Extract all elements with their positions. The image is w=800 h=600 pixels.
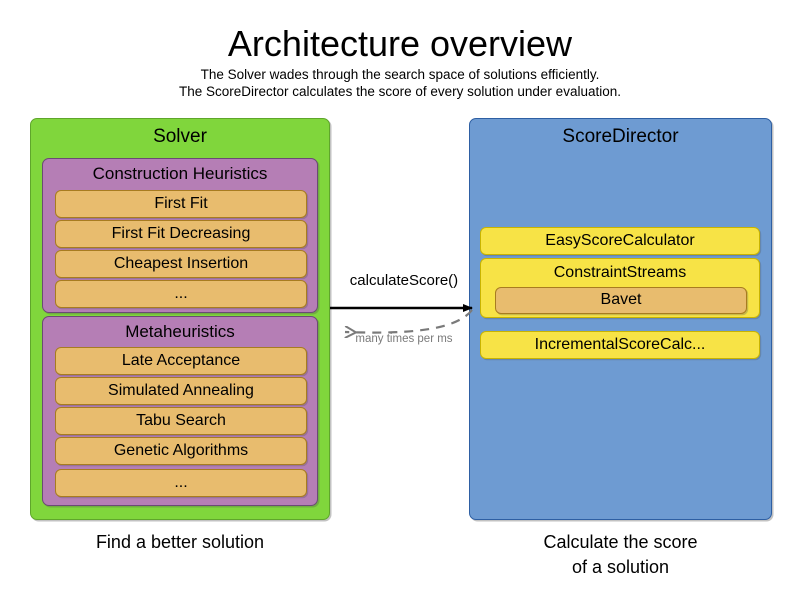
bavet-box: Bavet bbox=[495, 287, 747, 314]
subtitle-line-2: The ScoreDirector calculates the score o… bbox=[179, 84, 621, 99]
constraint-streams-box: ConstraintStreams Bavet bbox=[480, 258, 760, 318]
solver-caption-line-1: Find a better solution bbox=[95, 532, 265, 552]
construction-heuristics-group: Construction Heuristics First Fit First … bbox=[42, 158, 318, 313]
page-title: Architecture overview bbox=[227, 23, 573, 64]
score-director-caption-line-2: of a solution bbox=[571, 557, 670, 577]
metaheuristics-title: Metaheuristics bbox=[125, 322, 235, 341]
solver-caption: Find a better solution bbox=[30, 530, 330, 555]
many-times-per-ms-arrow bbox=[345, 309, 473, 333]
score-director-caption: Calculate the score of a solution bbox=[469, 530, 772, 580]
score-director-panel-title: ScoreDirector bbox=[562, 126, 679, 147]
subtitle-line-1: The Solver wades through the search spac… bbox=[200, 67, 600, 82]
list-item: Cheapest Insertion bbox=[55, 250, 307, 278]
list-item: ... bbox=[55, 280, 307, 308]
score-director-caption-line-1: Calculate the score bbox=[543, 532, 698, 552]
list-item: Late Acceptance bbox=[55, 347, 307, 375]
constraint-streams-label: ConstraintStreams bbox=[553, 264, 687, 281]
calculate-score-label: calculateScore() bbox=[349, 272, 459, 289]
list-item: ... bbox=[55, 469, 307, 497]
diagram-header: Architecture overview The Solver wades t… bbox=[0, 22, 800, 100]
metaheuristics-group: Metaheuristics Late Acceptance Simulated… bbox=[42, 316, 318, 506]
list-item: Simulated Annealing bbox=[55, 377, 307, 405]
score-director-panel: ScoreDirector bbox=[469, 118, 772, 520]
incremental-score-calculator-box: IncrementalScoreCalc... bbox=[480, 331, 760, 359]
easy-score-calculator-box: EasyScoreCalculator bbox=[480, 227, 760, 255]
many-times-per-ms-label: many times per ms bbox=[355, 333, 453, 345]
construction-heuristics-title: Construction Heuristics bbox=[92, 164, 268, 183]
solver-panel-title: Solver bbox=[153, 126, 207, 147]
list-item: Genetic Algorithms bbox=[55, 437, 307, 465]
list-item: First Fit bbox=[55, 190, 307, 218]
list-item: First Fit Decreasing bbox=[55, 220, 307, 248]
list-item: Tabu Search bbox=[55, 407, 307, 435]
